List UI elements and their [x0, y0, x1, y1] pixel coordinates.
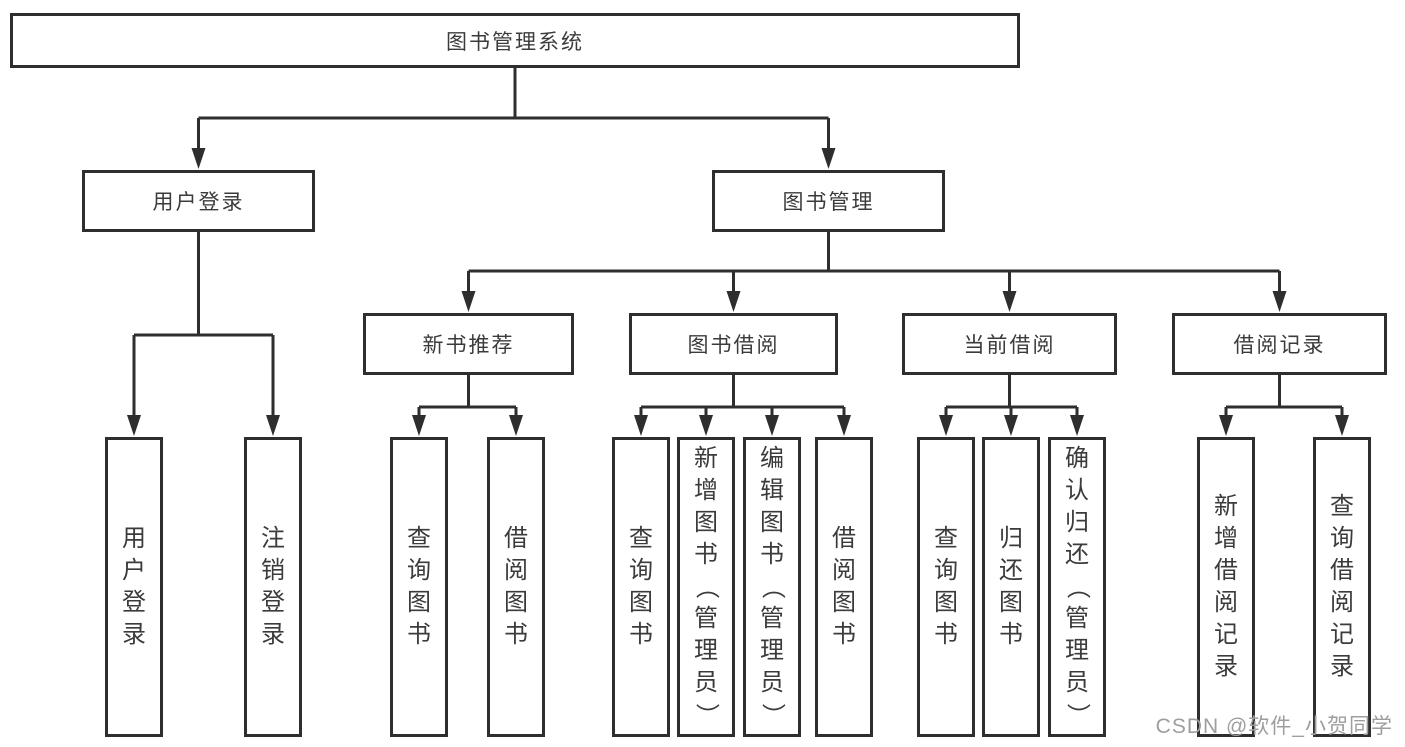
node-return-book: 归还图书	[982, 437, 1040, 737]
arrowhead-icon	[1070, 415, 1084, 436]
node-library-management-system: 图书管理系统	[10, 13, 1020, 68]
arrowhead-icon	[1272, 291, 1287, 312]
arrowhead-icon	[1002, 291, 1017, 312]
node-label: 新增图书（管理员）	[693, 445, 720, 727]
node-label: 新书推荐	[422, 334, 515, 357]
arrowhead-icon	[634, 415, 648, 436]
node-label: 当前借阅	[963, 334, 1056, 357]
arrowhead-icon	[127, 415, 141, 436]
connector-path	[132, 68, 1344, 420]
node-query-books-1: 查询图书	[390, 437, 448, 737]
arrowhead-icon	[412, 415, 426, 436]
node-label: 用户登录	[122, 525, 146, 648]
node-label: 图书借阅	[687, 334, 780, 357]
node-label: 图书管理系统	[446, 30, 584, 54]
node-label: 图书管理	[782, 191, 875, 214]
node-add-borrow-record: 新增借阅记录	[1197, 437, 1255, 737]
node-label: 用户登录	[152, 191, 245, 214]
node-logout: 注销登录	[244, 437, 302, 737]
node-label: 借阅记录	[1233, 334, 1326, 357]
node-user-login-leaf: 用户登录	[105, 437, 163, 737]
watermark: CSDN @软件_小贺同学	[1155, 715, 1393, 738]
arrowhead-icon	[765, 415, 779, 436]
node-book-borrowing: 图书借阅	[629, 313, 838, 375]
arrowhead-icon	[509, 415, 523, 436]
node-current-borrowing: 当前借阅	[902, 313, 1117, 375]
node-borrow-books-2: 借阅图书	[815, 437, 873, 737]
node-query-books-3: 查询图书	[917, 437, 975, 737]
node-query-borrow-record: 查询借阅记录	[1313, 437, 1371, 737]
node-label: 查询图书	[629, 525, 653, 648]
node-label: 确认归还（管理员）	[1064, 445, 1091, 727]
arrowhead-icon	[699, 415, 713, 436]
arrowhead-icon	[461, 291, 476, 312]
node-label: 查询借阅记录	[1330, 493, 1354, 680]
arrowhead-icon	[1219, 415, 1233, 436]
arrowhead-icon	[191, 148, 206, 169]
node-user-login: 用户登录	[82, 170, 315, 232]
arrowhead-icon	[1004, 415, 1018, 436]
node-label: 新增借阅记录	[1214, 493, 1238, 680]
arrowhead-icon	[726, 291, 741, 312]
node-book-management: 图书管理	[712, 170, 945, 232]
node-query-books-2: 查询图书	[612, 437, 670, 737]
arrowhead-icon	[1335, 415, 1349, 436]
node-label: 借阅图书	[832, 525, 856, 648]
node-new-book-recommendation: 新书推荐	[363, 313, 574, 375]
arrowhead-icon	[837, 415, 851, 436]
node-label: 借阅图书	[504, 525, 528, 648]
node-label: 注销登录	[261, 525, 285, 648]
node-add-book-admin: 新增图书（管理员）	[677, 437, 735, 737]
arrowhead-icon	[939, 415, 953, 436]
node-label: 归还图书	[999, 525, 1023, 648]
node-borrow-books-1: 借阅图书	[487, 437, 545, 737]
node-label: 查询图书	[934, 525, 958, 648]
arrowhead-icon	[266, 415, 280, 436]
node-confirm-return-admin: 确认归还（管理员）	[1048, 437, 1106, 737]
node-borrowing-records: 借阅记录	[1172, 313, 1387, 375]
node-label: 查询图书	[407, 525, 431, 648]
arrowhead-icons	[127, 148, 1349, 436]
node-label: 编辑图书（管理员）	[759, 445, 786, 727]
arrowhead-icon	[821, 148, 836, 169]
node-edit-book-admin: 编辑图书（管理员）	[743, 437, 801, 737]
